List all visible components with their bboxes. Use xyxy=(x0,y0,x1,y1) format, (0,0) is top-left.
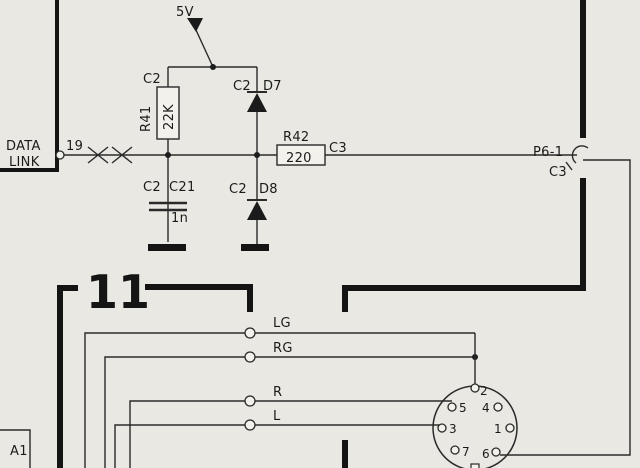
d7-name-label: D7 xyxy=(263,79,282,94)
din-pin-5 xyxy=(447,402,457,412)
din-pin-4-label: 4 xyxy=(482,401,490,415)
supply-junction xyxy=(210,64,216,70)
r41-cell-label: C2 xyxy=(143,72,161,87)
d8-name-label: D8 xyxy=(259,182,278,197)
c21-name-label: C21 xyxy=(169,180,196,195)
din-pin-7-label: 7 xyxy=(462,445,470,459)
pin-19-label: 19 xyxy=(66,139,83,154)
l-label: L xyxy=(273,409,281,424)
p6-name-label: P6-1 xyxy=(533,145,563,160)
rg-wire-left xyxy=(104,356,245,468)
supply-arrow xyxy=(187,18,203,32)
c21-cell-label: C2 xyxy=(143,180,161,195)
din-pin-3-label: 3 xyxy=(449,422,457,436)
r41-junction xyxy=(165,152,171,158)
data-link-terminal xyxy=(55,150,65,160)
block-number: 11 xyxy=(86,265,150,319)
din-pin-6 xyxy=(491,447,501,457)
left-frame-line xyxy=(0,0,59,172)
din-pin-2 xyxy=(470,383,480,393)
d7-diode xyxy=(247,93,267,112)
lg-wire-left xyxy=(84,332,245,468)
din-key xyxy=(470,463,480,468)
p6-tick xyxy=(565,161,573,171)
l-terminal xyxy=(244,419,256,431)
supply-wire xyxy=(195,29,214,68)
connector-symbol xyxy=(87,146,109,164)
lg-terminal xyxy=(244,327,256,339)
p6-cell-label: C3 xyxy=(549,165,567,180)
din-pin-1 xyxy=(505,423,515,433)
connector-symbol-2 xyxy=(111,146,133,164)
a1-label: A1 xyxy=(10,444,28,459)
right-frame-bottom xyxy=(342,178,586,312)
d8-ground xyxy=(241,244,269,251)
din-pin-6-label: 6 xyxy=(482,447,490,461)
supply-label: 5V xyxy=(176,5,194,20)
din-pin-2-label: 2 xyxy=(480,384,488,398)
block-bracket-left xyxy=(57,285,78,468)
d8-cell-label: C2 xyxy=(229,182,247,197)
diode-junction xyxy=(254,152,260,158)
din-pin-3 xyxy=(437,423,447,433)
r42-value-label: 220 xyxy=(286,151,312,166)
data-link-label-1: DATA xyxy=(6,139,41,154)
r-terminal xyxy=(244,395,256,407)
data-link-label-2: LINK xyxy=(9,155,40,170)
c21-ground xyxy=(148,244,186,251)
d7-cell-label: C2 xyxy=(233,79,251,94)
din-pin-5-label: 5 xyxy=(459,401,467,415)
d8-diode xyxy=(247,201,267,220)
p6-connector xyxy=(571,145,589,164)
rg-label: RG xyxy=(273,341,293,356)
p6-to-din-wire xyxy=(500,159,631,456)
lg-label: LG xyxy=(273,316,291,331)
rg-terminal xyxy=(244,351,256,363)
c21-value-label: 1n xyxy=(171,211,188,226)
r42-cell-label: C3 xyxy=(329,141,347,156)
din-pin-1-label: 1 xyxy=(494,422,502,436)
a1-box xyxy=(0,429,31,468)
r-wire-left xyxy=(129,400,245,468)
block-bracket-top xyxy=(145,284,253,312)
l-wire-left xyxy=(114,424,245,468)
r41-name-label: R41 xyxy=(139,106,154,132)
r-label: R xyxy=(273,385,282,400)
r42-name-label: R42 xyxy=(283,130,309,145)
din-pin-4 xyxy=(493,402,503,412)
r41-value-label: 22K xyxy=(162,104,177,130)
din-pin-7 xyxy=(450,445,460,455)
